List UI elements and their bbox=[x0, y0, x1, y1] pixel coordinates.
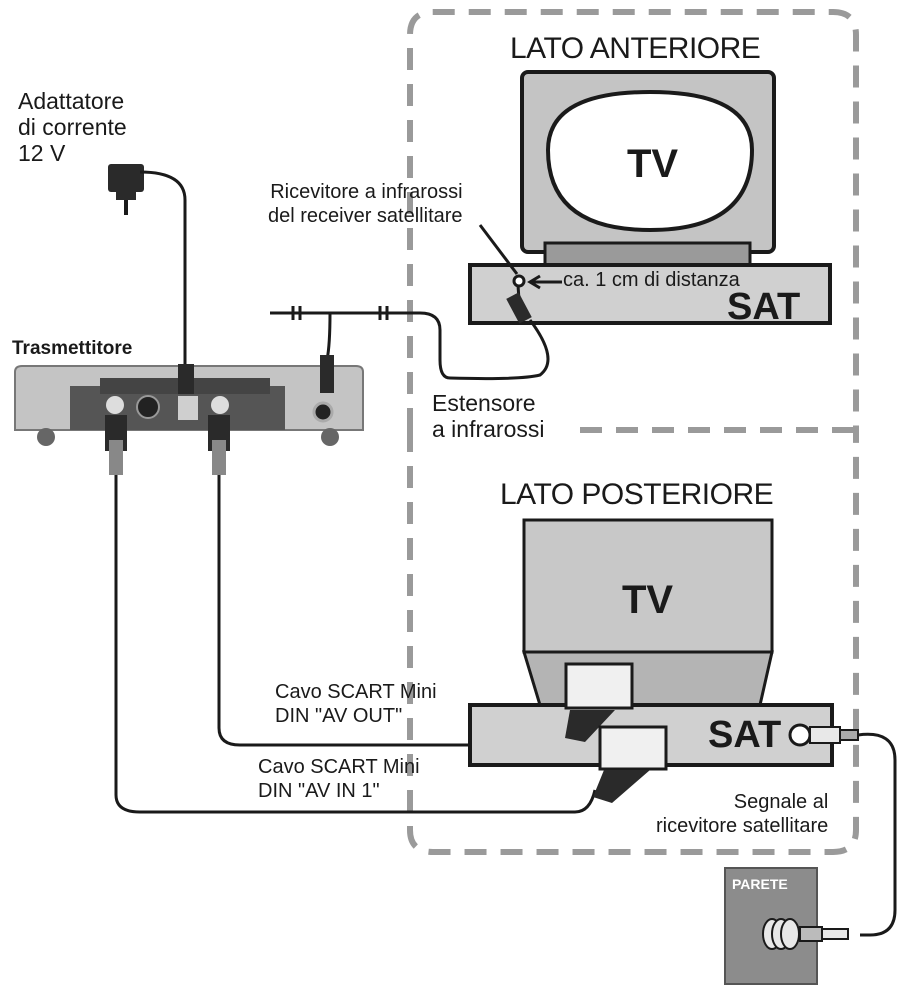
back-side-title: LATO POSTERIORE bbox=[500, 478, 774, 511]
dashed-frame bbox=[407, 9, 860, 855]
ir-extender-label: Estensore a infrarossi bbox=[432, 390, 544, 442]
scart-av-in-cable bbox=[114, 475, 597, 814]
back-tv-label: TV bbox=[622, 578, 674, 622]
ir-receiver-pointer bbox=[478, 224, 519, 275]
scart-plug-av-out bbox=[564, 662, 634, 742]
scart-av-in-label: Cavo SCART Mini DIN "AV IN 1" bbox=[258, 755, 420, 803]
ir-extender-line-1: Estensore bbox=[432, 390, 536, 416]
ir-extender-sensor bbox=[506, 284, 532, 324]
distance-arrow bbox=[527, 274, 562, 290]
wall-label: PARETE bbox=[732, 876, 788, 892]
scart-av-in-line-2: DIN "AV IN 1" bbox=[258, 780, 380, 802]
power-adapter-label: Adattatore di corrente 12 V bbox=[18, 88, 127, 166]
sat-coax-connector bbox=[788, 723, 859, 747]
front-sat-label: SAT bbox=[727, 286, 801, 328]
satellite-signal-line-2: ricevitore satellitare bbox=[656, 815, 829, 837]
power-adapter bbox=[108, 164, 144, 215]
satellite-signal-line-1: Segnale al bbox=[733, 791, 829, 813]
scart-av-out-line-2: DIN "AV OUT" bbox=[275, 705, 403, 727]
front-tv bbox=[520, 70, 776, 267]
ir-receiver-line-2: del receiver satellitare bbox=[268, 205, 463, 227]
ir-receiver-label: Ricevitore a infrarossi del receiver sat… bbox=[268, 180, 463, 228]
wall-plate bbox=[724, 867, 849, 985]
ir-receiver-line-1: Ricevitore a infrarossi bbox=[270, 181, 463, 203]
scart-av-out-label: Cavo SCART Mini DIN "AV OUT" bbox=[275, 680, 437, 728]
back-sat-label: SAT bbox=[708, 714, 782, 756]
power-adapter-line-1: Adattatore bbox=[18, 88, 125, 114]
ir-extender-cable bbox=[270, 311, 550, 381]
front-sat-receiver bbox=[468, 263, 832, 325]
ir-extender-line-2: a infrarossi bbox=[432, 416, 545, 442]
satellite-signal-label: Segnale al ricevitore satellitare bbox=[656, 790, 828, 838]
scart-av-in-line-1: Cavo SCART Mini bbox=[258, 756, 420, 778]
satellite-signal-cable bbox=[857, 732, 897, 937]
transmitter-device bbox=[14, 355, 364, 446]
mini-din-plug-right bbox=[208, 415, 230, 475]
transmitter-label: Trasmettitore bbox=[12, 338, 133, 359]
mini-din-plug-left bbox=[105, 415, 127, 475]
power-adapter-line-3: 12 V bbox=[18, 140, 66, 166]
front-side-title: LATO ANTERIORE bbox=[510, 32, 761, 65]
scart-av-out-line-1: Cavo SCART Mini bbox=[275, 681, 437, 703]
distance-label: ca. 1 cm di distanza bbox=[563, 269, 740, 291]
ir-receiver-dot bbox=[512, 274, 526, 288]
power-adapter-line-2: di corrente bbox=[18, 114, 127, 140]
scart-plug-av-in bbox=[593, 725, 668, 803]
power-cable bbox=[139, 170, 187, 365]
front-tv-label: TV bbox=[627, 142, 679, 186]
